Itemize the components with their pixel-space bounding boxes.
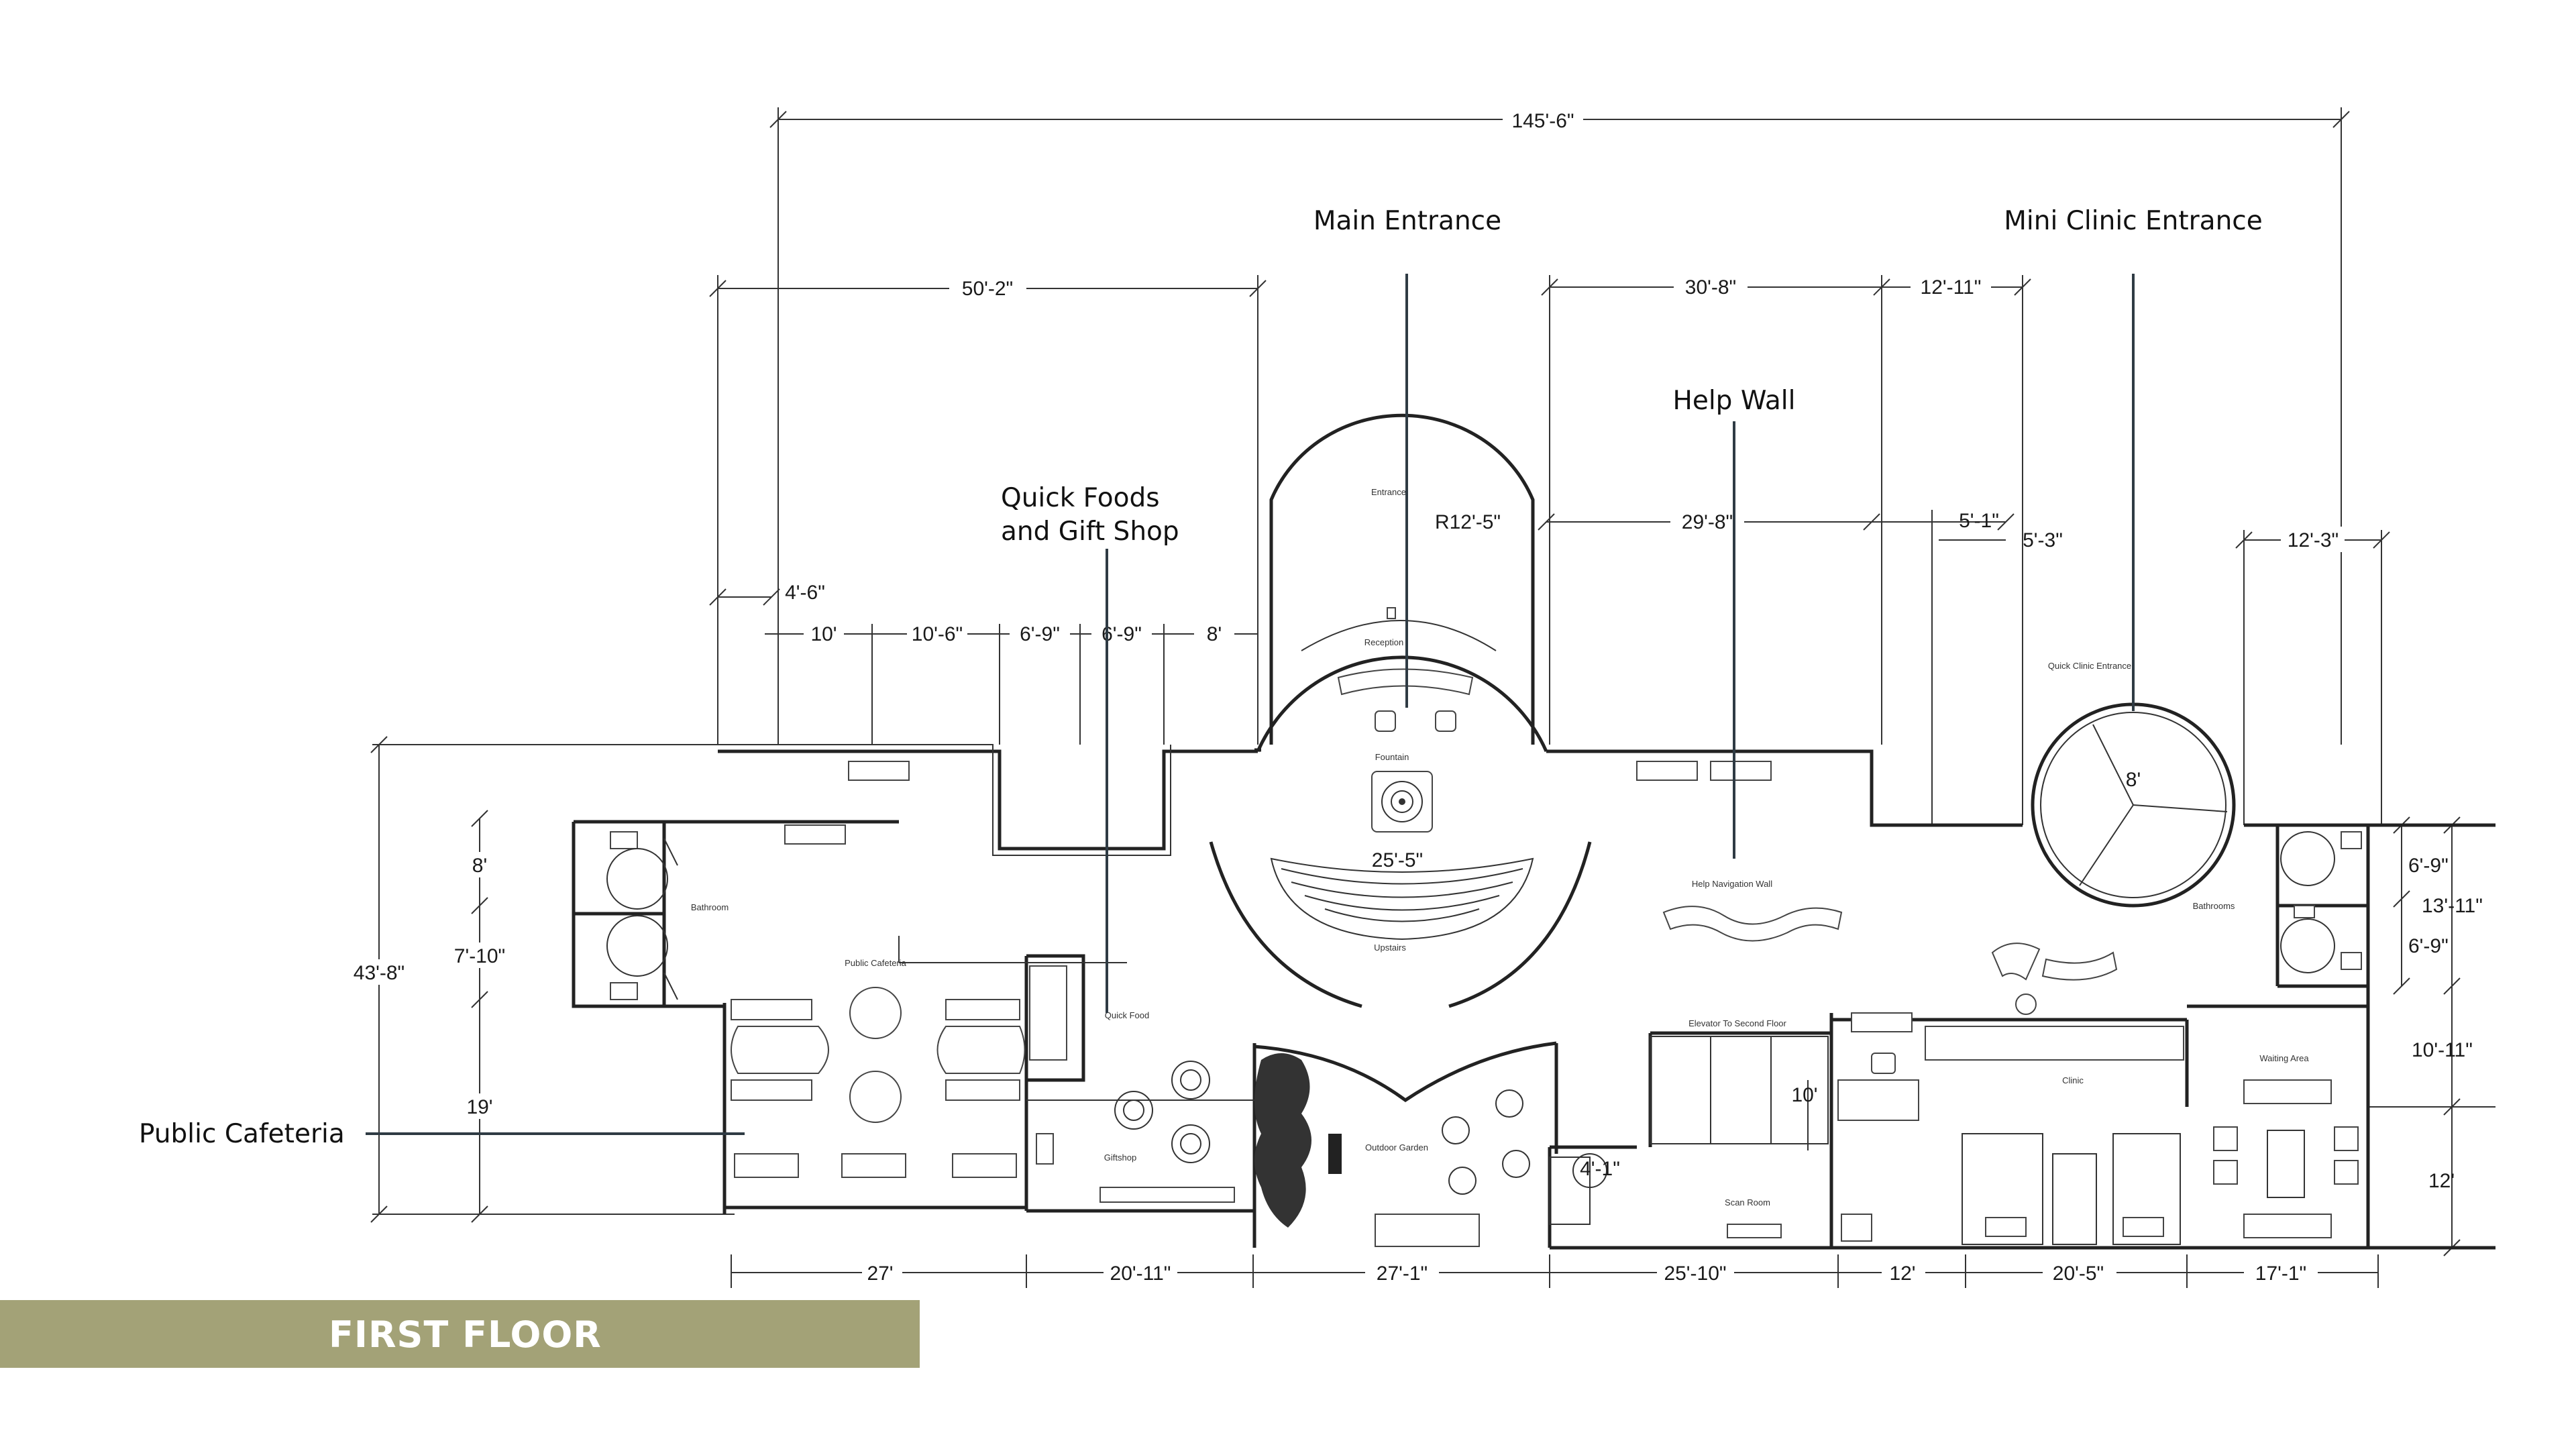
- cafeteria-furniture: [731, 987, 1026, 1178]
- dim-10: 10': [810, 623, 837, 645]
- room-outdoor-garden: Outdoor Garden: [1365, 1142, 1428, 1152]
- room-quick-clinic-entrance: Quick Clinic Entrance: [2048, 661, 2131, 671]
- room-quick-food: Quick Food: [1105, 1010, 1149, 1020]
- giftshop-furniture: [1029, 965, 1235, 1203]
- dim-10-6: 10'-6": [912, 623, 963, 645]
- dimension-right: 6'-9" 6'-9" 13'-11" 10'-11" 12': [2368, 816, 2496, 1256]
- fountain: [1371, 771, 1433, 833]
- dim-overall-label: 145'-6": [1511, 110, 1574, 132]
- dim-6-9c: 6'-9": [2408, 855, 2449, 877]
- room-public-cafeteria: Public Cafeteria: [845, 958, 907, 968]
- dim-8: 8': [1207, 623, 1222, 645]
- room-waiting-area: Waiting Area: [2259, 1053, 2309, 1063]
- grand-staircase: [1209, 841, 1592, 1008]
- building-walls: [572, 413, 2496, 1250]
- room-reception: Reception: [1364, 637, 1404, 647]
- bathroom-left: [606, 831, 678, 1000]
- dim-25-5: 25'-5": [1372, 849, 1423, 871]
- dim-bottom-20-5: 20'-5": [2053, 1263, 2104, 1285]
- title-banner: [0, 1300, 920, 1368]
- lounge-seating: [1991, 943, 2118, 1015]
- dim-6-9d: 6'-9": [2408, 935, 2449, 957]
- room-scan-room: Scan Room: [1725, 1197, 1770, 1208]
- dim-bottom-12: 12': [1889, 1263, 1915, 1285]
- dimension-overall: 145'-6": [769, 106, 2350, 745]
- dim-r12-5: R12'-5": [1435, 511, 1501, 533]
- dim-10-11: 10'-11": [2412, 1039, 2473, 1061]
- clinic-furniture: [1837, 1026, 2184, 1245]
- dim-12-11: 12'-11": [1921, 276, 1982, 299]
- scan-room: [1549, 1153, 1782, 1238]
- room-labels: Entrance Reception Fountain Upstairs Hel…: [691, 487, 2310, 1208]
- dim-13-11: 13'-11": [2422, 895, 2483, 917]
- vents: [784, 761, 1913, 1032]
- dim-8-clinic: 8': [2126, 769, 2141, 791]
- room-help-navigation-wall: Help Navigation Wall: [1692, 879, 1772, 889]
- dim-29-8: 29'-8": [1682, 511, 1733, 533]
- dim-bottom-27: 27': [867, 1263, 893, 1285]
- dim-8-bath: 8': [472, 855, 487, 877]
- room-bathrooms-right: Bathrooms: [2193, 901, 2235, 911]
- room-elevator: Elevator To Second Floor: [1688, 1018, 1786, 1028]
- bathroom-right: [2280, 831, 2362, 973]
- dim-5-1: 5'-1": [1959, 510, 1999, 532]
- room-giftshop: Giftshop: [1104, 1152, 1136, 1163]
- room-fountain: Fountain: [1375, 752, 1409, 762]
- outdoor-garden: [1254, 1053, 1530, 1247]
- callout-mini-clinic-entrance: Mini Clinic Entrance: [2004, 206, 2262, 236]
- room-clinic: Clinic: [2062, 1075, 2084, 1085]
- dim-bottom-17-1: 17'-1": [2255, 1263, 2306, 1285]
- dim-bottom-27-1: 27'-1": [1377, 1263, 1428, 1285]
- callout-main-entrance: Main Entrance: [1313, 206, 1501, 236]
- dim-50-2: 50'-2": [962, 278, 1013, 300]
- quick-clinic-entrance: [2031, 702, 2236, 908]
- room-upstairs: Upstairs: [1374, 943, 1406, 953]
- dim-7-10: 7'-10": [454, 945, 505, 967]
- waiting-area: [2213, 1079, 2359, 1238]
- dim-6-9b: 6'-9": [1102, 623, 1142, 645]
- dimension-left: 43'-8" 8' 7'-10" 19': [349, 736, 735, 1223]
- dim-4-1: 4'-1": [1580, 1158, 1620, 1180]
- dimension-bottom: 27' 20'-11" 27'-1" 25'-10" 12' 20'-5" 17…: [731, 1254, 2379, 1288]
- dim-43-8: 43'-8": [354, 962, 405, 984]
- callout-quick-foods-line2: and Gift Shop: [1001, 517, 1179, 547]
- dim-6-9a: 6'-9": [1020, 623, 1060, 645]
- room-bathroom-left: Bathroom: [691, 902, 729, 912]
- dimension-top: 50'-2" 30'-8" 12'-11" 29'-8" R12'-5" 5'-…: [709, 274, 2390, 825]
- leader-lines: [366, 274, 2135, 1135]
- help-navigation-wall: [1662, 906, 1843, 942]
- dim-12-right: 12': [2428, 1170, 2455, 1192]
- dim-bottom-20-11: 20'-11": [1110, 1263, 1171, 1285]
- callout-public-cafeteria: Public Cafeteria: [139, 1119, 345, 1149]
- dim-10-elev: 10': [1791, 1084, 1817, 1106]
- callout-quick-foods-line1: Quick Foods: [1001, 483, 1160, 513]
- room-entrance: Entrance: [1371, 487, 1406, 497]
- dim-30-8: 30'-8": [1685, 276, 1736, 299]
- callout-help-wall: Help Wall: [1673, 386, 1796, 416]
- dim-12-3: 12'-3": [2288, 529, 2339, 551]
- elevators: [1650, 1036, 1829, 1150]
- dim-4-6: 4'-6": [785, 582, 825, 604]
- dim-19: 19': [466, 1096, 492, 1118]
- callouts: Main Entrance Mini Clinic Entrance Help …: [139, 206, 2263, 1149]
- page-title: FIRST FLOOR: [329, 1313, 602, 1356]
- dim-bottom-25-10: 25'-10": [1664, 1263, 1726, 1285]
- dim-5-3: 5'-3": [2023, 529, 2063, 551]
